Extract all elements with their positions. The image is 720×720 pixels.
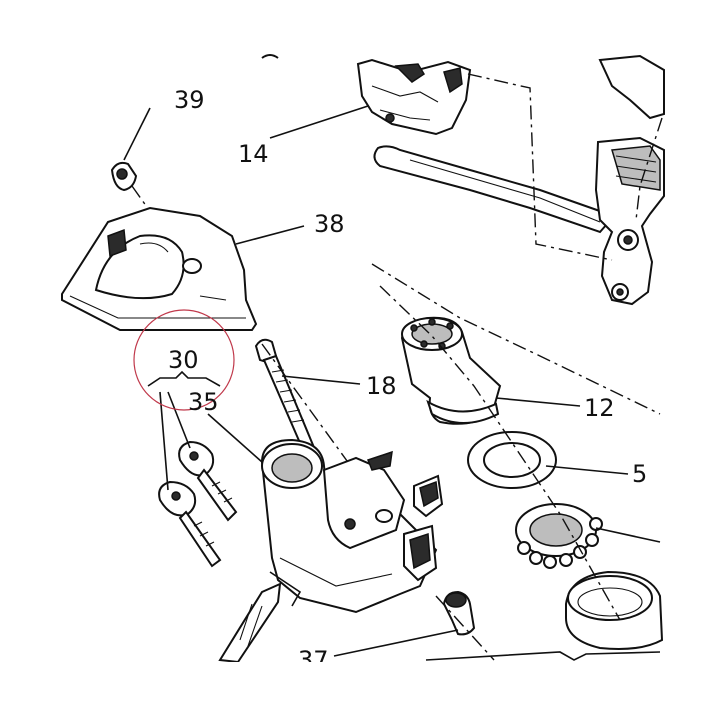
key-upper <box>178 440 238 522</box>
label-30: 30 <box>168 346 199 374</box>
part-14-switch-housing <box>261 54 472 136</box>
centerline-cylinder <box>635 117 663 221</box>
part-30-keys <box>147 370 238 568</box>
label-39: 39 <box>174 86 205 114</box>
leader-38 <box>235 225 305 245</box>
key-lower <box>158 480 222 568</box>
highlight-circle <box>133 309 235 411</box>
label-35: 35 <box>188 388 219 416</box>
part-38-cover <box>61 206 258 331</box>
lower-race <box>565 570 664 650</box>
label-12: 12 <box>584 394 615 422</box>
leader-18 <box>281 375 361 385</box>
label-5: 5 <box>632 460 647 488</box>
label-14: 14 <box>238 140 269 168</box>
bottom-line <box>425 651 661 661</box>
brace-30 <box>147 370 221 387</box>
centerline-top <box>467 73 613 261</box>
label-18: 18 <box>366 372 397 400</box>
bottom-mask <box>0 662 720 720</box>
label-38: 38 <box>314 210 345 238</box>
master-cylinder <box>594 54 665 306</box>
part-5-washer <box>467 431 557 489</box>
clutch-lever <box>373 145 616 234</box>
part-35-ignition-switch <box>218 438 444 664</box>
leader-5 <box>545 465 629 475</box>
part-37-plug <box>442 590 476 636</box>
leader-12 <box>495 397 581 407</box>
leader-14 <box>269 105 369 139</box>
part-12-bushing <box>400 316 502 425</box>
centerline-stem <box>379 285 621 621</box>
leader-39 <box>123 107 151 161</box>
centerline-diagonal <box>371 263 661 415</box>
leader-37 <box>333 629 459 657</box>
leader-35 <box>207 413 263 463</box>
bearing <box>515 503 661 569</box>
part-39-bolt <box>110 161 138 192</box>
